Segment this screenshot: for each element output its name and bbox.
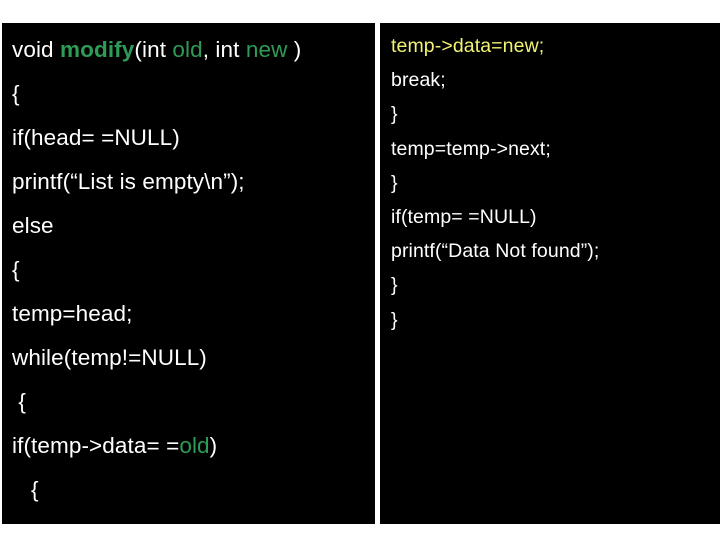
code-line: { [12, 380, 372, 424]
code-token: temp=head; [12, 301, 133, 326]
code-token: { [12, 81, 20, 106]
code-line: } [391, 303, 716, 337]
code-token: else [12, 213, 54, 238]
code-line: { [12, 468, 372, 512]
code-token: void [12, 37, 61, 62]
code-token: while(temp!=NULL) [12, 345, 207, 370]
code-token: } [391, 308, 398, 331]
code-token: break; [391, 69, 446, 92]
code-panel: void modify(int old, int new ){if(head= … [2, 23, 720, 524]
code-token: } [391, 103, 398, 126]
code-token: printf(“List is empty\n”); [12, 169, 245, 194]
code-token: } [391, 274, 398, 297]
code-token: } [391, 171, 398, 194]
code-token: temp->data=new; [391, 35, 545, 57]
code-line: temp->data=new; [391, 29, 716, 63]
code-line: temp=head; [12, 292, 372, 336]
code-token: { [12, 477, 39, 502]
code-line: { [12, 72, 372, 116]
code-token: { [12, 389, 26, 414]
code-token: ) [209, 433, 218, 458]
code-token: , int [202, 37, 246, 62]
code-line: void modify(int old, int new ) [12, 28, 372, 72]
code-line: } [391, 97, 716, 131]
code-line: } [391, 268, 716, 302]
code-line: } [391, 166, 716, 200]
code-line: break; [391, 63, 716, 97]
left-code-column: void modify(int old, int new ){if(head= … [12, 28, 372, 512]
code-token: ) [293, 37, 302, 62]
code-line: while(temp!=NULL) [12, 336, 372, 380]
code-token: (int [134, 37, 173, 62]
right-code-column: temp->data=new; break;} temp=temp->next;} i… [391, 29, 716, 337]
code-line: if(temp= =NULL) [391, 200, 716, 234]
code-token: new [245, 37, 294, 62]
code-token: { [12, 257, 20, 282]
code-token: if(temp= =NULL) [391, 206, 537, 229]
code-line: else [12, 204, 372, 248]
code-line: if(head= =NULL) [12, 116, 372, 160]
code-token: old [179, 433, 210, 458]
column-divider [375, 23, 380, 524]
code-token: printf(“Data Not found”); [391, 240, 600, 263]
code-line: printf(“List is empty\n”); [12, 160, 372, 204]
code-line: if(temp->data= =old) [12, 424, 372, 468]
code-line: printf(“Data Not found”); [391, 234, 716, 268]
code-line: temp=temp->next; [391, 132, 716, 166]
code-token: modify [60, 37, 135, 62]
code-token: if(temp->data= = [12, 433, 180, 458]
code-token: temp=temp->next; [391, 137, 551, 160]
code-token: old [172, 37, 203, 62]
code-line: { [12, 248, 372, 292]
code-token: if(head= =NULL) [12, 125, 180, 150]
